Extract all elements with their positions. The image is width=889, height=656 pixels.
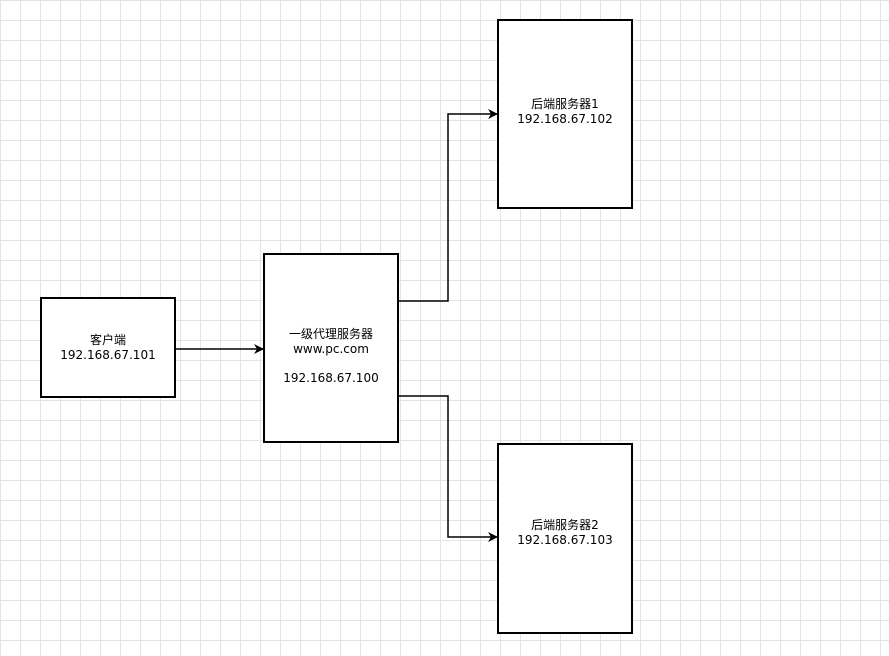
edge-proxy-to-backend1 bbox=[399, 109, 498, 302]
backend2-title: 后端服务器2 bbox=[531, 518, 599, 532]
proxy-domain: www.pc.com bbox=[293, 341, 369, 356]
proxy-server-node[interactable]: 一级代理服务器 www.pc.com 192.168.67.100 bbox=[263, 253, 399, 443]
client-node[interactable]: 客户端 192.168.67.101 bbox=[40, 297, 176, 398]
backend-server-1-node[interactable]: 后端服务器1 192.168.67.102 bbox=[497, 19, 633, 209]
proxy-title: 一级代理服务器 bbox=[288, 326, 373, 341]
proxy-spacer bbox=[283, 357, 378, 371]
backend2-ip: 192.168.67.103 bbox=[517, 533, 613, 547]
client-ip: 192.168.67.101 bbox=[60, 347, 156, 362]
backend-server-2-node[interactable]: 后端服务器2 192.168.67.103 bbox=[497, 443, 633, 634]
backend1-title: 后端服务器1 bbox=[531, 97, 599, 111]
backend1-ip: 192.168.67.102 bbox=[517, 112, 613, 126]
proxy-content: 一级代理服务器 www.pc.com 192.168.67.100 bbox=[283, 327, 378, 386]
client-title: 客户端 bbox=[89, 332, 126, 347]
edge-proxy-to-backend2 bbox=[399, 395, 498, 542]
proxy-ip: 192.168.67.100 bbox=[283, 370, 379, 385]
